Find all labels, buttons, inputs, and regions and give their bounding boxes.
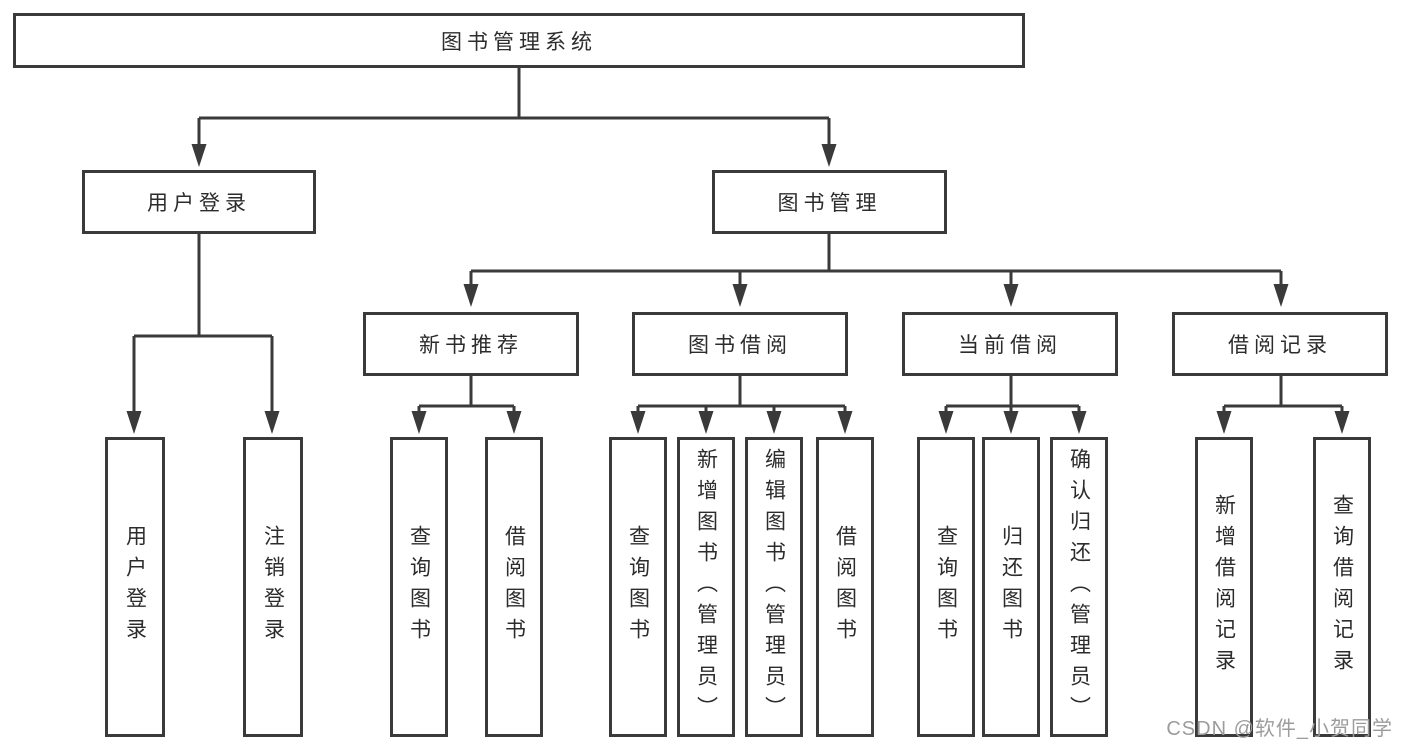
node-new-book-recommend: 新书推荐 xyxy=(363,312,579,376)
node-label: 图书管理 xyxy=(777,192,882,215)
node-label: 当前借阅 xyxy=(958,334,1062,357)
node-label: 借阅记录 xyxy=(1228,334,1332,357)
leaf-label: 新增图书（管理员） xyxy=(694,447,718,727)
leaf-borrow-books-recommend: 借阅图书 xyxy=(485,437,543,737)
leaf-confirm-return-admin: 确认归还（管理员） xyxy=(1050,437,1108,737)
leaf-query-borrow-record: 查询借阅记录 xyxy=(1313,437,1371,737)
leaf-label: 编辑图书（管理员） xyxy=(762,447,786,727)
leaf-label: 用户登录 xyxy=(123,525,147,649)
node-borrow-records: 借阅记录 xyxy=(1172,312,1388,376)
leaf-return-book: 归还图书 xyxy=(982,437,1040,737)
node-book-borrowing: 图书借阅 xyxy=(632,312,848,376)
leaf-label: 归还图书 xyxy=(999,525,1023,649)
leaf-add-book-admin: 新增图书（管理员） xyxy=(677,437,735,737)
csdn-watermark: CSDN @软件_小贺同学 xyxy=(1166,718,1393,740)
leaf-label: 确认归还（管理员） xyxy=(1067,447,1091,727)
node-label: 用户登录 xyxy=(147,192,251,215)
leaf-label: 查询图书 xyxy=(626,525,650,649)
node-root: 图书管理系统 xyxy=(13,13,1025,68)
leaf-add-borrow-record: 新增借阅记录 xyxy=(1195,437,1253,737)
leaf-label: 借阅图书 xyxy=(833,525,857,649)
node-label: 新书推荐 xyxy=(419,334,523,357)
leaf-query-books-borrowing: 查询图书 xyxy=(609,437,667,737)
leaf-query-books-current: 查询图书 xyxy=(917,437,975,737)
node-label: 图书借阅 xyxy=(688,334,792,357)
leaf-label: 新增借阅记录 xyxy=(1212,494,1236,680)
leaf-query-books-recommend: 查询图书 xyxy=(390,437,448,737)
leaf-user-login: 用户登录 xyxy=(105,437,165,737)
node-current-borrowing: 当前借阅 xyxy=(902,312,1118,376)
leaf-borrow-books-borrowing: 借阅图书 xyxy=(816,437,874,737)
leaf-label: 查询图书 xyxy=(407,525,431,649)
node-user-login: 用户登录 xyxy=(82,170,316,234)
leaf-edit-book-admin: 编辑图书（管理员） xyxy=(745,437,803,737)
node-book-management: 图书管理 xyxy=(712,170,947,234)
leaf-label: 查询借阅记录 xyxy=(1330,494,1354,680)
node-label: 图书管理系统 xyxy=(441,30,597,54)
leaf-label: 注销登录 xyxy=(261,525,285,649)
leaf-label: 借阅图书 xyxy=(502,525,526,649)
leaf-label: 查询图书 xyxy=(934,525,958,649)
leaf-logout: 注销登录 xyxy=(243,437,303,737)
